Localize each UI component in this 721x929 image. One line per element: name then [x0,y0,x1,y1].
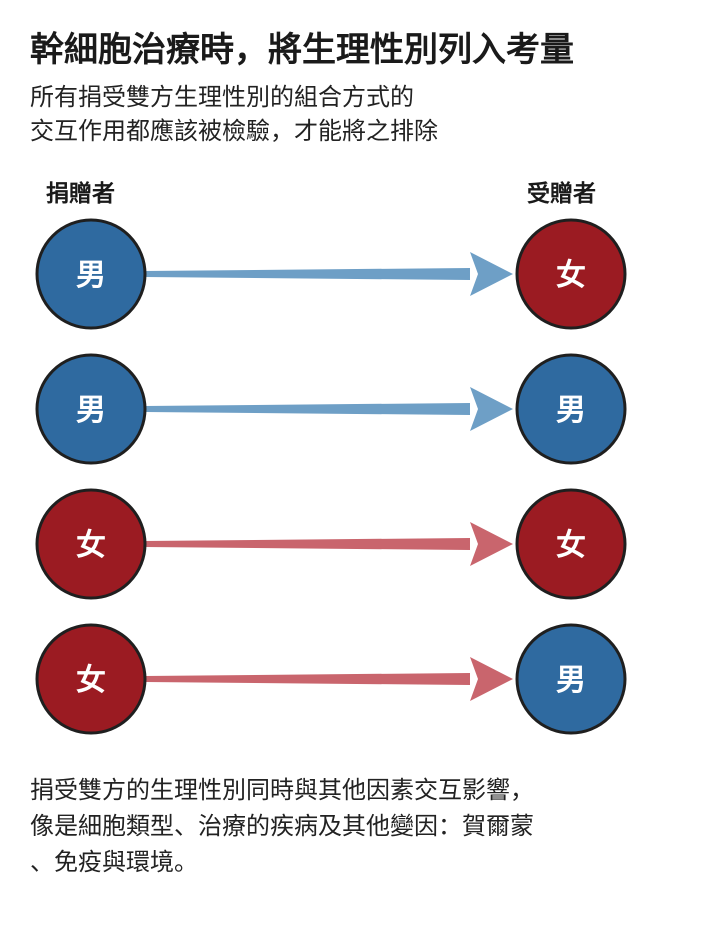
footer-line-2: 像是細胞類型、治療的疾病及其他變因：賀爾蒙 [30,812,534,840]
recipient-circle-2 [515,353,627,465]
recipient-node-1: 女 [515,218,627,330]
footer-line-1: 捐受雙方的生理性別同時與其他因素交互影響， [30,776,534,804]
donor-sex-label-3: 女 [76,528,106,563]
page-title: 幹細胞治療時，將生理性別列入考量 [30,30,574,70]
donor-node-1: 男 [35,218,147,330]
footer-line-3: 、免疫與環境。 [30,848,198,876]
recipient-circle-1 [515,218,627,330]
subtitle: 所有捐受雙方生理性別的組合方式的 交互作用都應該被檢驗，才能將之排除 [30,80,438,148]
arrow-shaft-2 [145,403,470,415]
recipient-node-3: 女 [515,488,627,600]
donor-node-4: 女 [35,623,147,735]
donor-sex-label-1: 男 [76,258,106,293]
arrow-shaft-3 [145,538,470,550]
subtitle-line-1: 所有捐受雙方生理性別的組合方式的 [30,83,414,111]
arrow-shaft-1 [145,268,470,280]
arrow-head-3 [470,522,513,566]
donor-circle-4 [35,623,147,735]
donor-sex-label-2: 男 [76,393,106,428]
recipient-node-2: 男 [515,353,627,465]
arrow-shaft-4 [145,673,470,685]
footer-note: 捐受雙方的生理性別同時與其他因素交互影響， 像是細胞類型、治療的疾病及其他變因：… [30,772,534,880]
recipient-sex-label-4: 男 [556,663,586,698]
donor-node-3: 女 [35,488,147,600]
donor-node-2: 男 [35,353,147,465]
donor-circle-3 [35,488,147,600]
donor-sex-label-4: 女 [76,663,106,698]
donor-circle-1 [35,218,147,330]
recipient-node-4: 男 [515,623,627,735]
recipient-sex-label-3: 女 [556,528,586,563]
recipient-sex-label-2: 男 [556,393,586,428]
subtitle-line-2: 交互作用都應該被檢驗，才能將之排除 [30,117,438,145]
recipient-column-label: 受贈者 [527,181,596,207]
arrow-head-4 [470,657,513,701]
recipient-circle-4 [515,623,627,735]
arrow-head-2 [470,387,513,431]
donor-circle-2 [35,353,147,465]
arrow-head-1 [470,252,513,296]
donor-column-label: 捐贈者 [46,181,115,207]
recipient-circle-3 [515,488,627,600]
recipient-sex-label-1: 女 [556,258,586,293]
